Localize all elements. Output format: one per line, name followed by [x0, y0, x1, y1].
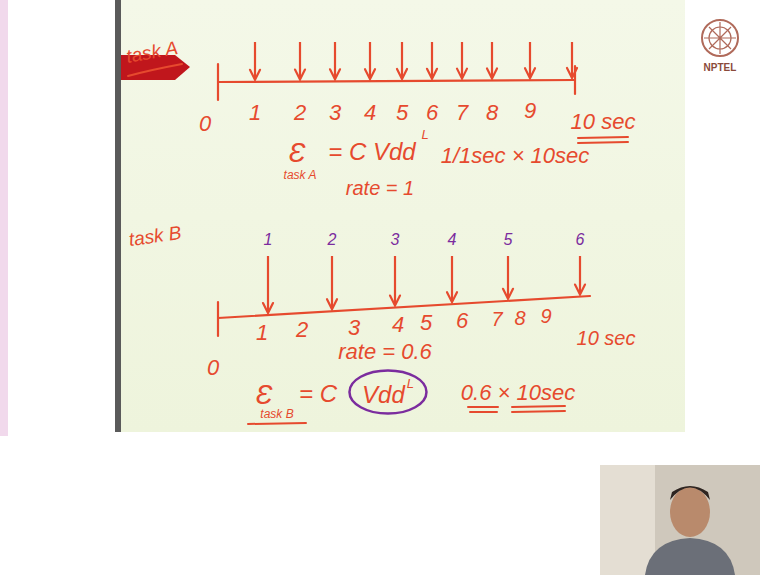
tick-number: 1: [249, 102, 261, 124]
energy-subscript: task B: [260, 408, 293, 420]
slide-border: [115, 0, 121, 432]
event-arrow: [390, 256, 400, 306]
event-arrow: [503, 256, 513, 299]
event-number: 5: [504, 232, 513, 248]
tick-number: 7: [491, 309, 502, 329]
event-arrow: [575, 256, 585, 295]
energy-symbol: Ɛ: [255, 381, 272, 409]
event-arrow: [295, 42, 305, 80]
timeline-a: [218, 64, 575, 100]
event-arrow: [567, 42, 577, 78]
tick-number: 7: [456, 102, 468, 124]
event-arrow: [487, 42, 497, 78]
tick-number: 8: [486, 102, 498, 124]
side-strip: [0, 0, 8, 436]
tick-number: 1: [256, 322, 268, 344]
origin-label: 0: [199, 113, 211, 135]
tick-number: 4: [392, 314, 404, 336]
tick-number: 8: [514, 308, 525, 328]
rate-label: rate = 1: [346, 178, 414, 198]
webcam-inset: [600, 465, 760, 575]
energy-subscript: task A: [284, 169, 317, 181]
event-arrows-b: [263, 256, 585, 313]
event-number: 1: [264, 232, 273, 248]
tick-number: 9: [540, 306, 551, 326]
time-label: 10 sec: [577, 328, 636, 348]
tick-number: 5: [420, 312, 432, 334]
event-arrow: [263, 256, 273, 313]
energy-symbol: Ɛ: [288, 139, 305, 167]
event-arrow: [327, 256, 337, 309]
event-arrow: [427, 42, 437, 79]
tick-number: 3: [329, 102, 341, 124]
superscript: L: [407, 377, 414, 390]
event-number: 2: [328, 232, 337, 248]
event-arrow: [457, 42, 467, 79]
tick-number: 5: [396, 102, 408, 124]
origin-label: 0: [207, 357, 219, 379]
formula-part: = C: [299, 382, 337, 406]
tick-number: 3: [348, 317, 360, 339]
superscript: L: [421, 128, 428, 141]
tick-number: 4: [364, 102, 376, 124]
event-arrow: [397, 42, 407, 79]
event-number: 6: [576, 232, 585, 248]
formula-part: = C Vdd: [328, 140, 415, 164]
underlines: [128, 64, 628, 424]
term-text: Vdd: [362, 383, 405, 407]
tick-number: 6: [456, 310, 468, 332]
tick-number: 6: [426, 102, 438, 124]
logo-text: NPTEL: [704, 63, 737, 73]
timeline-b: [218, 296, 590, 336]
slide-ground: [115, 0, 685, 432]
circled-term: VddL: [347, 368, 429, 416]
tick-number: 2: [296, 319, 308, 341]
event-number: 3: [391, 232, 400, 248]
tick-number: 9: [524, 100, 536, 122]
event-arrow: [447, 256, 457, 302]
event-arrow: [250, 42, 260, 80]
rate-label: rate = 0.6: [338, 341, 432, 363]
nptel-logo: [702, 20, 738, 56]
formula-part: 1/1sec × 10sec: [441, 145, 590, 167]
event-arrow: [365, 42, 375, 79]
event-arrow: [330, 42, 340, 79]
event-arrow: [525, 42, 535, 78]
event-arrows-a: [250, 42, 577, 80]
event-number: 4: [448, 232, 457, 248]
time-label: 10 sec: [571, 111, 636, 133]
formula-part: 0.6 × 10sec: [461, 382, 575, 404]
tick-number: 2: [294, 102, 306, 124]
